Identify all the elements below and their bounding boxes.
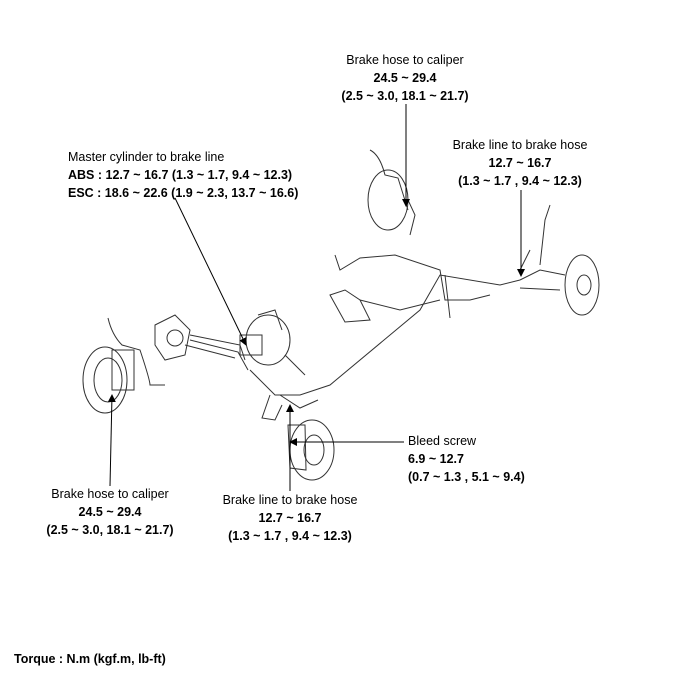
front-right-brake-assembly bbox=[261, 394, 335, 481]
leader-front-left-caliper bbox=[107, 394, 116, 487]
label-title: Master cylinder to brake line bbox=[68, 150, 225, 164]
front-knuckle bbox=[154, 314, 191, 361]
label-bleed-screw: Bleed screw 6.9 ~ 12.7 (0.7 ~ 1.3 , 5.1 … bbox=[408, 432, 525, 486]
label-title: Brake hose to caliper bbox=[346, 53, 464, 67]
front-left-brake-assembly bbox=[82, 317, 165, 414]
rear-left-brake-assembly bbox=[519, 204, 600, 316]
label-front-left-caliper: Brake hose to caliper 24.5 ~ 29.4 (2.5 ~… bbox=[35, 485, 185, 539]
label-esc-torque: ESC : 18.6 ~ 22.6 (1.9 ~ 2.3, 13.7 ~ 16.… bbox=[68, 186, 299, 200]
label-torque-alt: (2.5 ~ 3.0, 18.1 ~ 21.7) bbox=[46, 523, 174, 537]
label-torque-alt: (0.7 ~ 1.3 , 5.1 ~ 9.4) bbox=[408, 470, 525, 484]
leader-master-cylinder bbox=[174, 197, 247, 346]
label-torque: 24.5 ~ 29.4 bbox=[373, 71, 437, 85]
label-rear-brake-line: Brake line to brake hose 12.7 ~ 16.7 (1.… bbox=[440, 136, 600, 190]
label-title: Bleed screw bbox=[408, 434, 477, 448]
torque-unit-note: Torque : N.m (kgf.m, lb-ft) bbox=[14, 652, 166, 666]
label-torque: 6.9 ~ 12.7 bbox=[408, 452, 464, 466]
label-title: Brake hose to caliper bbox=[51, 487, 169, 501]
label-abs-torque: ABS : 12.7 ~ 16.7 (1.3 ~ 1.7, 9.4 ~ 12.3… bbox=[68, 168, 293, 182]
label-torque: 12.7 ~ 16.7 bbox=[488, 156, 552, 170]
label-torque: 12.7 ~ 16.7 bbox=[258, 511, 322, 525]
label-torque-alt: (1.3 ~ 1.7 , 9.4 ~ 12.3) bbox=[228, 529, 352, 543]
rear-right-brake-assembly bbox=[367, 149, 416, 236]
brake-booster bbox=[239, 309, 306, 376]
label-rear-right-caliper: Brake hose to caliper 24.5 ~ 29.4 (2.5 ~… bbox=[330, 51, 480, 105]
label-front-brake-line: Brake line to brake hose 12.7 ~ 16.7 (1.… bbox=[210, 491, 370, 545]
label-torque: 24.5 ~ 29.4 bbox=[78, 505, 142, 519]
label-title: Brake line to brake hose bbox=[222, 493, 358, 507]
label-torque-alt: (2.5 ~ 3.0, 18.1 ~ 21.7) bbox=[341, 89, 469, 103]
label-torque-alt: (1.3 ~ 1.7 , 9.4 ~ 12.3) bbox=[458, 174, 582, 188]
label-title: Brake line to brake hose bbox=[452, 138, 588, 152]
label-master-cylinder: Master cylinder to brake line ABS : 12.7… bbox=[68, 148, 298, 202]
